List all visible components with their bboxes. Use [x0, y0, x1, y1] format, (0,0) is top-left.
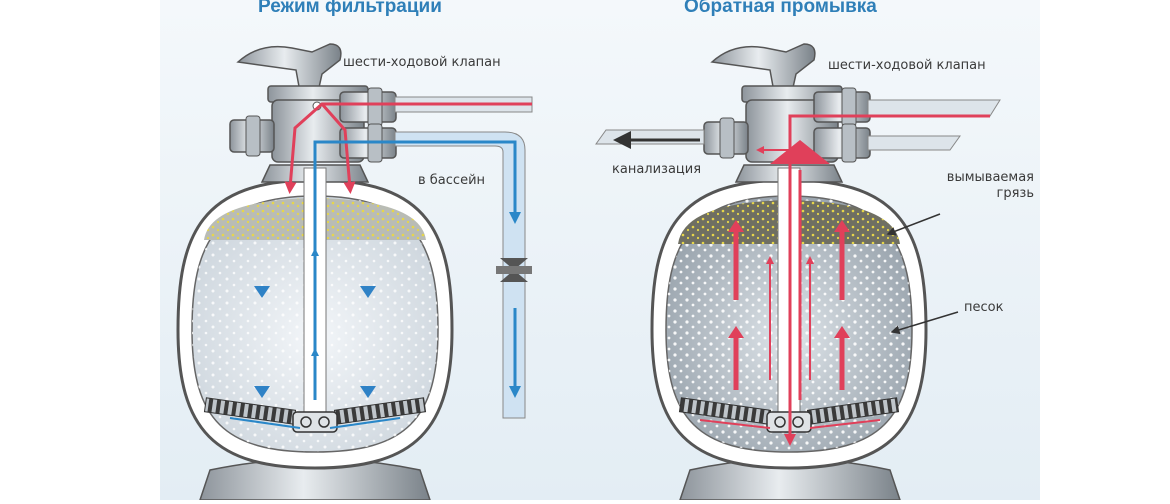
dirt-pointer	[886, 213, 941, 236]
left-valve-label: шести-ходовой клапан	[343, 55, 501, 70]
dirt-label: вымываемая грязь	[946, 170, 1034, 201]
pool-label: в бассейн	[418, 173, 486, 188]
sewer-label: канализация	[612, 162, 702, 177]
right-panel-title: Обратная промывка	[684, 0, 877, 17]
left-filter	[176, 43, 533, 501]
left-lateral-collector	[203, 397, 427, 433]
backwash-outflow-arrow	[770, 140, 830, 164]
right-filter	[595, 43, 1001, 501]
left-panel-title: Режим фильтрации	[258, 0, 442, 17]
right-valve-label: шести-ходовой клапан	[828, 58, 986, 73]
sewer-pipe	[595, 129, 705, 145]
gate-valve-icon	[496, 258, 532, 282]
six-way-valve-icon	[229, 43, 397, 163]
right-up-arrows	[728, 220, 850, 390]
right-inlet-pipe	[867, 99, 1001, 117]
sand-label: песок	[964, 300, 1004, 315]
left-down-arrows	[254, 218, 376, 398]
sand-pointer	[890, 311, 959, 335]
